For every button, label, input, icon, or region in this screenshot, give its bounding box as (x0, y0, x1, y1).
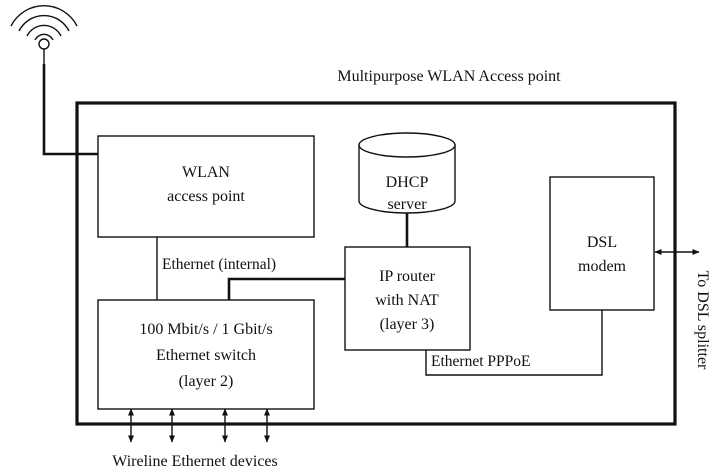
wlan-ap-label-2: access point (167, 188, 245, 205)
dhcp-label-2: server (387, 196, 427, 213)
router-label-1: IP router (379, 268, 436, 285)
ethernet-internal-label: Ethernet (internal) (162, 256, 276, 273)
dsl-modem-label-1: DSL (587, 234, 617, 251)
router-label-2: with NAT (375, 292, 439, 309)
ethernet-switch-box: 100 Mbit/s / 1 Gbit/s Ethernet switch (l… (97, 299, 315, 410)
switch-label-1: 100 Mbit/s / 1 Gbit/s (139, 321, 272, 338)
dhcp-label-1: DHCP (386, 174, 429, 191)
router-label-3: (layer 3) (380, 316, 435, 333)
wifi-antenna-icon (10, 5, 78, 64)
to-dsl-splitter-label: To DSL splitter (694, 271, 711, 370)
device-title: Multipurpose WLAN Access point (337, 68, 561, 85)
switch-label-2: Ethernet switch (156, 347, 256, 364)
access-point-enclosure (75, 101, 677, 426)
dsl-modem-label-2: modem (578, 258, 627, 275)
ip-router-box: IP router with NAT (layer 3) (344, 246, 471, 351)
wlan-ap-label-1: WLAN (182, 164, 230, 181)
switch-router-link (227, 277, 345, 300)
dsl-modem-box: DSL modem (549, 176, 655, 311)
pppoe-link (425, 310, 603, 376)
antenna-cable (42, 64, 98, 156)
dhcp-server-cylinder: DHCP server (358, 132, 456, 214)
switch-label-3: (layer 2) (179, 373, 234, 390)
wireline-devices-label: Wireline Ethernet devices (112, 453, 278, 470)
wlan-access-point-box: WLAN access point (97, 135, 315, 238)
ethernet-pppoe-label: Ethernet PPPoE (431, 353, 530, 370)
